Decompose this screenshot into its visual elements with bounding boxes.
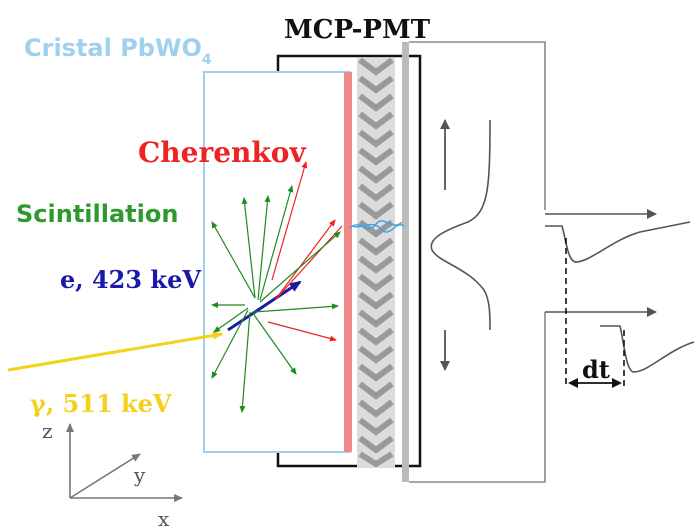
crystal-label: Cristal PbWO4 xyxy=(24,34,212,68)
mcp-chevron-plate xyxy=(357,57,395,468)
dt-label: dt xyxy=(582,355,610,384)
scintillation-photons xyxy=(211,185,341,413)
glass-window xyxy=(402,42,409,482)
electron-label: e, 423 keV xyxy=(60,265,201,294)
dt-arrowhead-right xyxy=(612,378,622,388)
photocathode-layer xyxy=(344,72,352,452)
electron-track xyxy=(227,280,302,332)
charge-distribution-curve xyxy=(430,119,491,331)
cherenkov-label: Cherenkov xyxy=(138,136,306,169)
mcp-pmt-housing xyxy=(276,54,422,468)
y-axis-label: y xyxy=(133,463,146,487)
cherenkov-photons xyxy=(267,161,343,342)
x-axis-label: x xyxy=(158,507,170,529)
top-pulse xyxy=(545,221,691,263)
scintillation-label: Scintillation xyxy=(16,200,178,228)
anode-readout-outline xyxy=(409,41,546,483)
y-axis xyxy=(69,453,141,499)
z-axis-label: z xyxy=(42,419,53,443)
gamma-ray xyxy=(7,331,223,372)
bottom-pulse xyxy=(600,325,695,373)
dt-arrowhead-left xyxy=(568,378,578,388)
mcp-pmt-label: MCP-PMT xyxy=(284,15,431,45)
photoelectron-shower xyxy=(349,220,405,233)
gamma-label: γ, 511 keV xyxy=(30,389,172,418)
